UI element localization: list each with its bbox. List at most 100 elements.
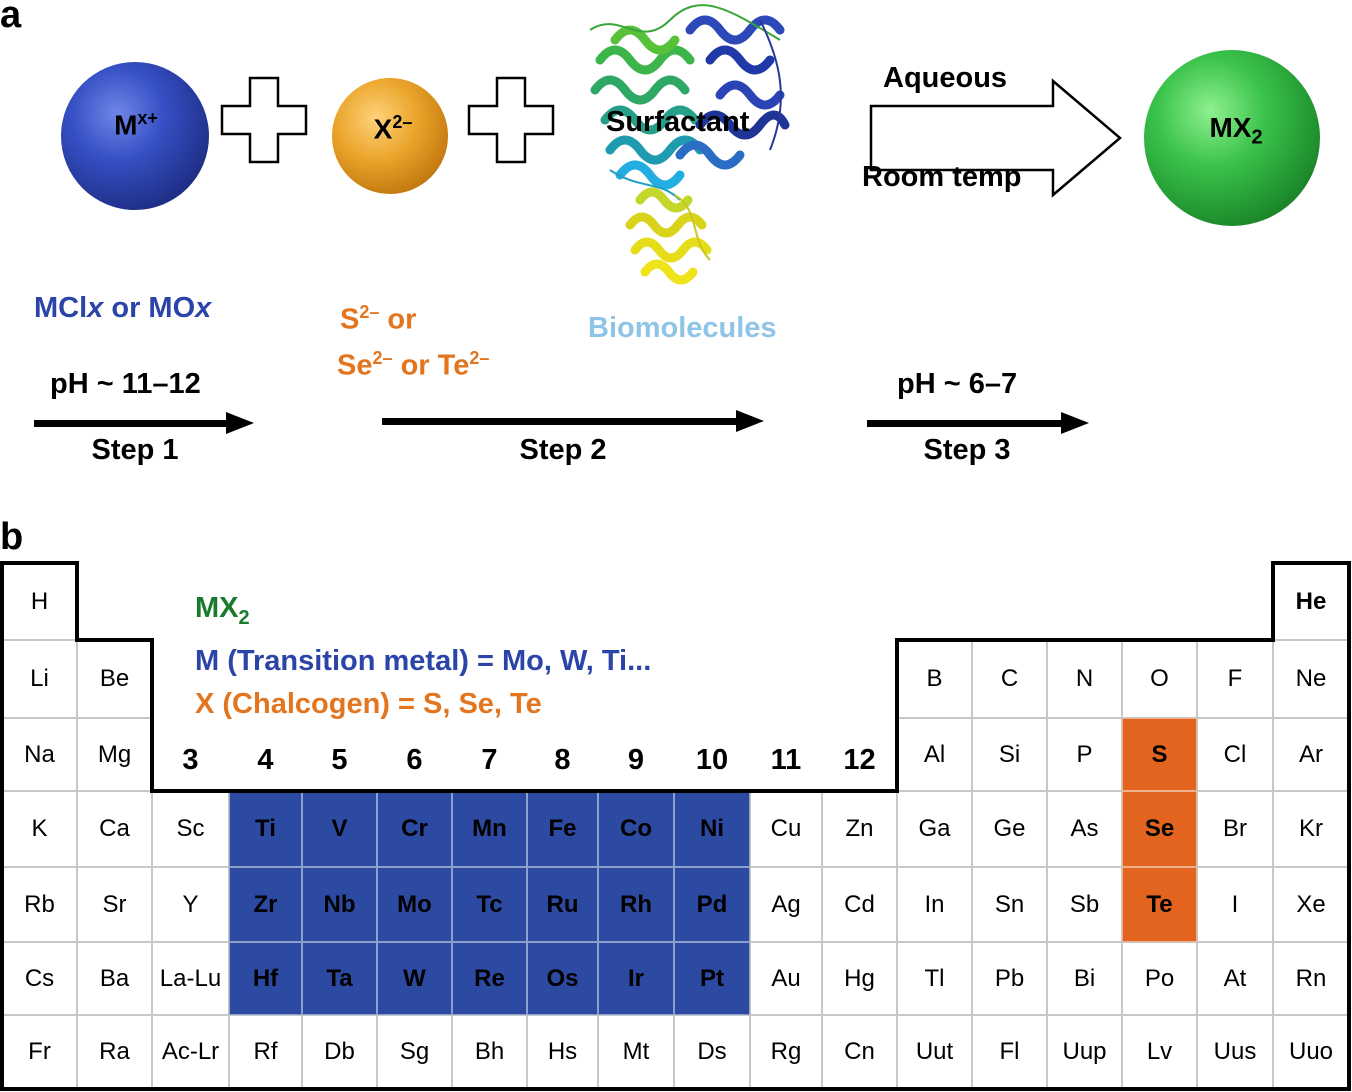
- element-cell-tl: Tl: [897, 942, 972, 1015]
- protein-structure-icon: [589, 4, 790, 285]
- element-cell-te: Te: [1122, 867, 1197, 942]
- element-cell-o: O: [1122, 640, 1197, 718]
- element-cell-zn: Zn: [822, 791, 897, 867]
- group-number-9: 9: [627, 744, 645, 776]
- element-cell-nb: Nb: [302, 867, 377, 942]
- precursor-label: MClx or MOx: [34, 292, 212, 324]
- chalcogen-ion-sphere: [332, 78, 448, 194]
- metal-ion-sphere: [61, 62, 209, 210]
- element-cell-mn: Mn: [452, 791, 527, 867]
- step3-ph-label: pH ~ 6–7: [897, 368, 1018, 400]
- plus-icon: [220, 76, 308, 164]
- element-cell-si: Si: [972, 718, 1047, 791]
- element-cell-os: Os: [527, 942, 598, 1015]
- legend-title: MX2: [195, 592, 250, 629]
- group-number-3: 3: [182, 744, 199, 776]
- chalcogen-ion-label: X2–: [373, 112, 413, 145]
- element-cell-hg: Hg: [822, 942, 897, 1015]
- element-cell-pb: Pb: [972, 942, 1047, 1015]
- element-cell-n: N: [1047, 640, 1122, 718]
- product-sphere: [1144, 50, 1320, 226]
- legend-chalcogen: X (Chalcogen) = S, Se, Te: [195, 688, 542, 720]
- element-cell-sb: Sb: [1047, 867, 1122, 942]
- element-cell-cu: Cu: [750, 791, 822, 867]
- element-cell-y: Y: [152, 867, 229, 942]
- element-cell-co: Co: [598, 791, 674, 867]
- element-cell-rb: Rb: [2, 867, 77, 942]
- step1-arrow: [34, 412, 254, 434]
- group-number-12: 12: [843, 744, 876, 776]
- element-cell-cr: Cr: [377, 791, 452, 867]
- panel-b-label: b: [0, 516, 24, 558]
- element-cell-fe: Fe: [527, 791, 598, 867]
- element-cell-ba: Ba: [77, 942, 152, 1015]
- element-cell-hs: Hs: [527, 1015, 598, 1089]
- step1-ph-label: pH ~ 11–12: [50, 368, 201, 400]
- element-cell-uup: Uup: [1047, 1015, 1122, 1089]
- step2-label: Step 2: [519, 434, 607, 466]
- product-label: MX2: [1209, 112, 1263, 149]
- element-cell-rn: Rn: [1273, 942, 1349, 1015]
- element-cell-zr: Zr: [229, 867, 302, 942]
- plus-icon: [467, 76, 555, 164]
- element-cell-la-lu: La-Lu: [152, 942, 229, 1015]
- step1-label: Step 1: [91, 434, 179, 466]
- element-cell-na: Na: [2, 718, 77, 791]
- panel-a-label: a: [0, 0, 22, 36]
- element-cell-mg: Mg: [77, 718, 152, 791]
- biomolecules-label: Biomolecules: [588, 312, 777, 344]
- element-cell-cn: Cn: [822, 1015, 897, 1089]
- element-cell-h: H: [2, 563, 77, 640]
- metal-ion-label: Mx+: [114, 108, 158, 141]
- element-cell-re: Re: [452, 942, 527, 1015]
- element-cell-bh: Bh: [452, 1015, 527, 1089]
- element-cell-in: In: [897, 867, 972, 942]
- element-cell-s: S: [1122, 718, 1197, 791]
- group-number-11: 11: [770, 744, 802, 776]
- element-cell-db: Db: [302, 1015, 377, 1089]
- element-cell-bi: Bi: [1047, 942, 1122, 1015]
- element-cell-cs: Cs: [2, 942, 77, 1015]
- element-cell-hf: Hf: [229, 942, 302, 1015]
- element-cell-al: Al: [897, 718, 972, 791]
- group-number-8: 8: [554, 744, 571, 776]
- chalcogen-source-line2: Se2– or Te2–: [337, 348, 490, 382]
- element-cell-mt: Mt: [598, 1015, 674, 1089]
- element-cell-ge: Ge: [972, 791, 1047, 867]
- reaction-arrow-icon: [869, 78, 1122, 198]
- room-temp-label: Room temp: [862, 161, 1022, 193]
- element-cell-b: B: [897, 640, 972, 718]
- element-cell-i: I: [1197, 867, 1273, 942]
- element-cell-au: Au: [750, 942, 822, 1015]
- element-cell-ar: Ar: [1273, 718, 1349, 791]
- element-cell-p: P: [1047, 718, 1122, 791]
- aqueous-label: Aqueous: [883, 62, 1008, 94]
- group-number-6: 6: [406, 744, 423, 776]
- group-number-4: 4: [257, 744, 274, 776]
- element-cell-at: At: [1197, 942, 1273, 1015]
- element-cell-c: C: [972, 640, 1047, 718]
- element-cell-k: K: [2, 791, 77, 867]
- element-cell-ga: Ga: [897, 791, 972, 867]
- element-cell-sg: Sg: [377, 1015, 452, 1089]
- element-cell-be: Be: [77, 640, 152, 718]
- element-cell-sc: Sc: [152, 791, 229, 867]
- group-number-5: 5: [331, 744, 348, 776]
- element-cell-rh: Rh: [598, 867, 674, 942]
- element-cell-sr: Sr: [77, 867, 152, 942]
- element-cell-ds: Ds: [674, 1015, 750, 1089]
- element-cell-fr: Fr: [2, 1015, 77, 1089]
- element-cell-v: V: [302, 791, 377, 867]
- element-cell-xe: Xe: [1273, 867, 1349, 942]
- group-number-10: 10: [695, 744, 729, 776]
- element-cell-as: As: [1047, 791, 1122, 867]
- element-cell-f: F: [1197, 640, 1273, 718]
- element-cell-se: Se: [1122, 791, 1197, 867]
- element-cell-mo: Mo: [377, 867, 452, 942]
- legend-transition-metal: M (Transition metal) = Mo, W, Ti...: [195, 645, 652, 677]
- element-cell-sn: Sn: [972, 867, 1047, 942]
- element-cell-ru: Ru: [527, 867, 598, 942]
- element-cell-uus: Uus: [1197, 1015, 1273, 1089]
- step2-arrow: [382, 410, 764, 432]
